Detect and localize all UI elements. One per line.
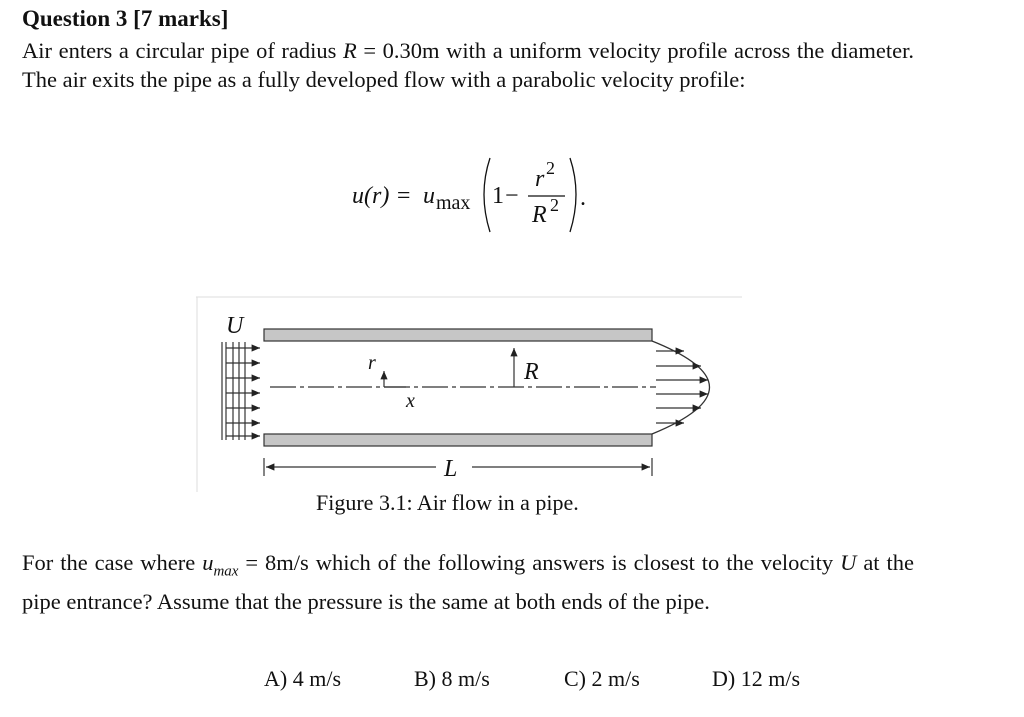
pipe-top-wall — [263, 328, 653, 342]
question-prompt: For the case where umax = 8m/s which of … — [22, 548, 914, 616]
prompt-text-2: = 8m/s which of the following answers is… — [238, 550, 841, 575]
answer-c[interactable]: C) 2 m/s — [564, 666, 640, 691]
intro-text-2: = 0.30m with a uniform velocity profile … — [22, 38, 914, 92]
inlet-uniform-profile — [221, 342, 260, 440]
outlet-velocity-arrows — [656, 347, 708, 427]
prompt-text-3: at the pipe entrance? Assume that the pr… — [22, 550, 914, 614]
pipe-bottom-wall — [263, 433, 653, 447]
question-intro: Air enters a circular pipe of radius R =… — [22, 36, 914, 94]
answer-a[interactable]: A) 4 m/s — [264, 666, 341, 691]
prompt-umax-u: u — [202, 550, 214, 575]
eq-minus: − — [505, 183, 519, 209]
eq-one: 1 — [492, 183, 504, 209]
figure-caption: Figure 3.1: Air flow in a pipe. — [316, 490, 579, 515]
eq-den-exp: 2 — [550, 195, 559, 215]
eq-left-paren — [483, 157, 491, 233]
eq-num-exp: 2 — [546, 158, 555, 178]
prompt-umax-sub: max — [213, 563, 239, 580]
eq-numerator: r — [535, 166, 545, 192]
velocity-profile-equation: u(r) = u max 1 − r 2 R 2 . — [352, 157, 586, 233]
eq-u: u — [423, 183, 435, 209]
label-L: L — [443, 456, 457, 482]
prompt-text-1: For the case where — [22, 550, 203, 575]
label-R: R — [523, 359, 539, 385]
label-r: r — [368, 352, 376, 374]
label-x: x — [405, 390, 415, 412]
outlet-parabolic-profile — [651, 340, 710, 435]
answer-d[interactable]: D) 12 m/s — [712, 666, 800, 691]
eq-lhs: u(r) = — [352, 183, 412, 209]
eq-sub-max: max — [436, 192, 470, 214]
eq-right-paren — [569, 157, 577, 233]
answer-b[interactable]: B) 8 m/s — [414, 666, 490, 691]
intro-text-1: Air enters a circular pipe of radius — [22, 38, 344, 63]
label-U: U — [226, 313, 245, 339]
eq-period: . — [580, 185, 586, 211]
eq-denominator: R — [531, 202, 547, 228]
intro-radius-symbol: R — [343, 38, 357, 63]
question-title: Question 3 [7 marks] — [22, 6, 229, 31]
prompt-velocity-symbol: U — [840, 550, 857, 575]
pipe-flow-figure: U r x R L — [196, 296, 742, 492]
